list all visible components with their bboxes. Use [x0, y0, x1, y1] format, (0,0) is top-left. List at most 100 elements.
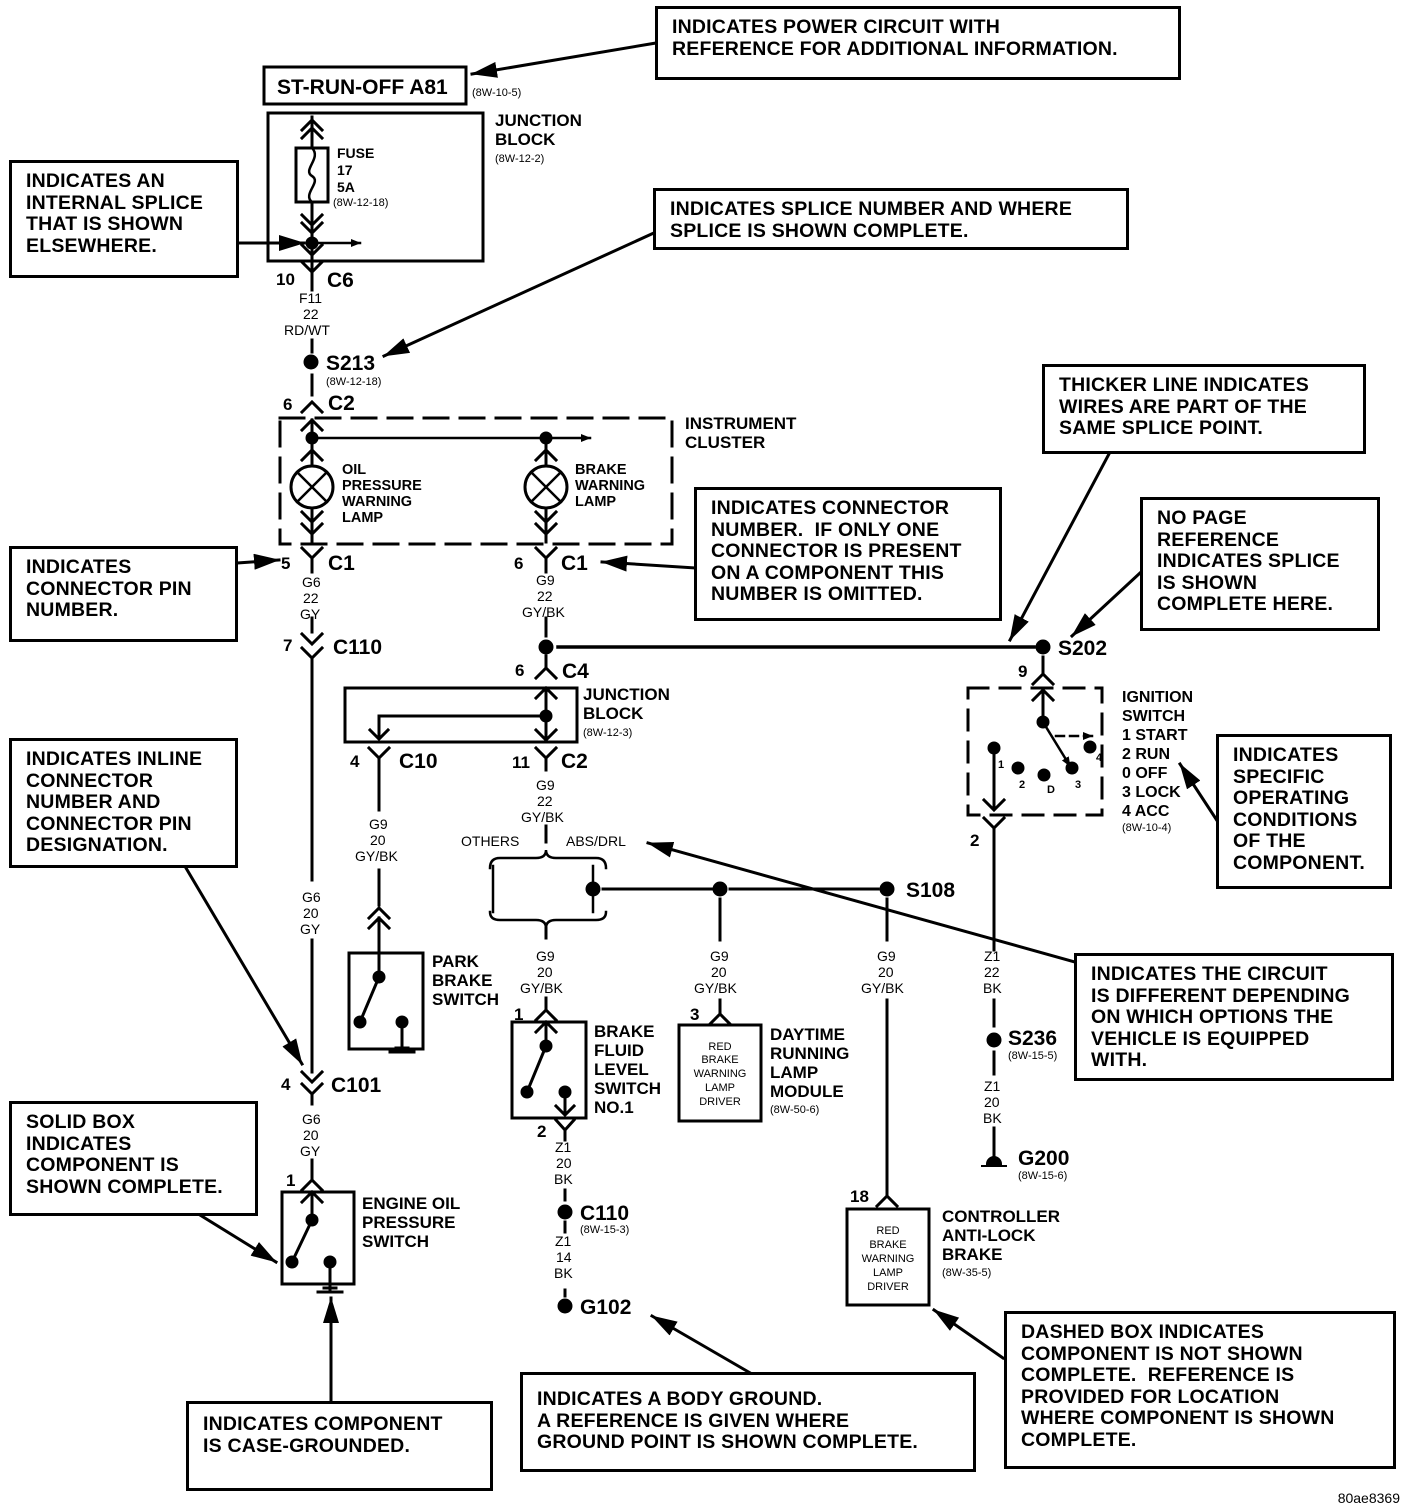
wire-g9-20-abs-1: G9 [877, 948, 896, 964]
wire-z1-20-bfl-1: Z1 [555, 1139, 572, 1155]
oil-lamp-name-3: WARNING [342, 494, 412, 510]
figure-id: 80ae8369 [1337, 1490, 1400, 1506]
park-brake-name-3: SWITCH [432, 990, 499, 1009]
bfl-name-5: NO.1 [594, 1098, 634, 1117]
callout-inline-connector: INDICATES INLINE CONNECTOR NUMBER AND CO… [9, 738, 238, 868]
leader-connector-pin [235, 553, 281, 570]
abs-name-2: ANTI-LOCK [942, 1226, 1036, 1245]
eop-pin: 1 [286, 1171, 295, 1190]
wire-g9-22b-2: 22 [537, 793, 553, 809]
park-brake-name-2: BRAKE [432, 971, 492, 990]
s236-splice-dot [986, 1032, 1002, 1048]
drl-inner-3: WARNING [694, 1068, 747, 1080]
s202-splice-dot [1035, 639, 1051, 655]
callout-thicker-line: THICKER LINE INDICATES WIRES ARE PART OF… [1042, 364, 1366, 454]
leader-circuit-options [646, 841, 1077, 964]
wire-g9-22a-1: G9 [536, 572, 555, 588]
ign-name-2: SWITCH [1122, 708, 1185, 725]
eop-name-1: ENGINE OIL [362, 1194, 460, 1213]
wire-g9-22b-3: GY/BK [521, 809, 564, 825]
wire-g9-20-park-3: GY/BK [355, 848, 398, 864]
c4-name: C4 [562, 660, 589, 683]
wire-z1-20-bfl-3: BK [554, 1171, 573, 1187]
ign-ref: (8W-10-4) [1122, 822, 1171, 834]
wire-z1-20-ign-1: Z1 [984, 1078, 1001, 1094]
callout-solid-box: SOLID BOX INDICATES COMPONENT IS SHOWN C… [9, 1101, 258, 1216]
wire-g6-20b-1: G6 [302, 1111, 321, 1127]
wire-g9-20-drl-3: GY/BK [694, 980, 737, 996]
jb-mid-ref: (8W-12-3) [583, 727, 632, 739]
instrument-cluster-name-2: CLUSTER [685, 433, 765, 452]
s213-ref: (8W-12-18) [326, 376, 381, 388]
wire-z1-14-3: BK [554, 1265, 573, 1281]
c110-bottom-dot [557, 1204, 573, 1220]
abs-inner-4: LAMP [873, 1267, 903, 1279]
fuse-line-2: 17 [337, 162, 353, 178]
bfl-name-1: BRAKE [594, 1022, 654, 1041]
instrument-cluster-name-1: INSTRUMENT [685, 414, 797, 433]
abs-pin: 18 [850, 1187, 869, 1206]
ign-contact-2: 2 [1019, 779, 1025, 791]
callout-connector-pin: INDICATES CONNECTOR PIN NUMBER. [9, 546, 238, 642]
leader-connector-number [600, 555, 698, 572]
drl-inner-2: BRAKE [701, 1054, 738, 1066]
wire-z1-22-2: 22 [984, 964, 1000, 980]
ign-pos-2: 2 RUN [1122, 746, 1170, 763]
leader-splice-number [382, 230, 658, 358]
drl-inner-1: RED [708, 1041, 731, 1053]
eop-name-2: PRESSURE [362, 1213, 456, 1232]
c2-mid-pin: 11 [512, 753, 530, 772]
leader-thicker-line [1007, 449, 1113, 643]
drl-module-box [677, 1023, 763, 1123]
drl-name-2: RUNNING [770, 1044, 849, 1063]
abs-inner-5: DRIVER [867, 1281, 909, 1293]
junction-block-top-box [266, 111, 485, 263]
wire-g9-20-park-2: 20 [370, 832, 386, 848]
drl-pin: 3 [690, 1005, 699, 1024]
oil-lamp-name-2: PRESSURE [342, 478, 422, 494]
jb-mid-name-1: JUNCTION [583, 685, 670, 704]
wire-g6-20a-2: 20 [303, 905, 319, 921]
wire-g9-20-drl-2: 20 [711, 964, 727, 980]
wire-g6-22-2: 22 [303, 590, 319, 606]
bfl-name-3: LEVEL [594, 1060, 649, 1079]
callout-connector-number: INDICATES CONNECTOR NUMBER. IF ONLY ONE … [694, 487, 1002, 621]
brake-lamp-name-2: WARNING [575, 478, 645, 494]
c110-left-pin: 7 [283, 636, 292, 655]
wire-z1-20-ign-3: BK [983, 1110, 1002, 1126]
options-bracket-top [488, 849, 608, 870]
callout-power-circuit: INDICATES POWER CIRCUIT WITH REFERENCE F… [655, 6, 1181, 80]
wire-z1-20-bfl-2: 20 [556, 1155, 572, 1171]
ign-contact-d: D [1047, 784, 1055, 796]
c1-right-name: C1 [561, 552, 588, 575]
c110-bottom-ref: (8W-15-3) [580, 1224, 629, 1236]
c110-left-name: C110 [333, 636, 382, 659]
drl-name-1: DAYTIME [770, 1025, 845, 1044]
jb-mid-name-2: BLOCK [583, 704, 644, 723]
s236-name: S236 [1008, 1027, 1057, 1050]
jb-top-ref: (8W-12-2) [495, 153, 544, 165]
brake-lamp-name-1: BRAKE [575, 462, 627, 478]
callout-splice-number: INDICATES SPLICE NUMBER AND WHERE SPLICE… [653, 188, 1129, 250]
drl-name-3: LAMP [770, 1063, 818, 1082]
ign-contact-1: 1 [998, 759, 1004, 771]
s213-name: S213 [326, 352, 375, 375]
wire-f11-1: F11 [299, 290, 322, 306]
female-terminal-icon [299, 117, 325, 133]
power-source-label: ST-RUN-OFF A81 [277, 76, 448, 99]
callout-no-page-ref: NO PAGE REFERENCE INDICATES SPLICE IS SH… [1140, 497, 1380, 631]
wire-g9-20-park-1: G9 [369, 816, 388, 832]
leader-inline-connector [183, 865, 305, 1067]
abs-inner-3: WARNING [862, 1253, 915, 1265]
callout-case-grounded: INDICATES COMPONENT IS CASE-GROUNDED. [186, 1401, 493, 1491]
c1-left-pin: 5 [281, 554, 290, 573]
brake-lamp-name-3: LAMP [575, 494, 616, 510]
callout-operating-conditions: INDICATES SPECIFIC OPERATING CONDITIONS … [1216, 734, 1392, 889]
callout-body-ground: INDICATES A BODY GROUND. A REFERENCE IS … [520, 1372, 976, 1472]
ignition-switch-box [966, 686, 1104, 817]
option-others: OTHERS [461, 833, 519, 849]
oil-lamp-name-1: OIL [342, 462, 366, 478]
park-brake-name-1: PARK [432, 952, 480, 971]
wire-g9-22a-3: GY/BK [522, 604, 565, 620]
